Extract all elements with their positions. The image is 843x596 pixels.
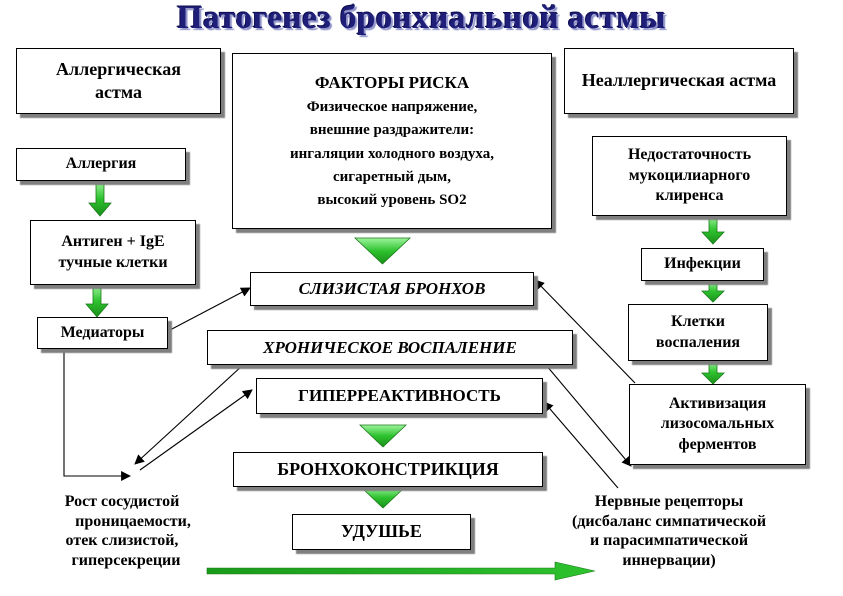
line-inflammation-to-bottomleft: [134, 364, 244, 465]
inflammation-label: ХРОНИЧЕСКОЕ ВОСПАЛЕНИЕ: [263, 337, 517, 357]
cells-line: воспаления: [655, 333, 741, 351]
nonallergic-asthma-box: Неаллергическая астма: [564, 48, 794, 114]
line-bottomright-to-hyper: [543, 401, 619, 489]
bronchial-mucosa-box: СЛИЗИСТАЯ БРОНХОВ: [250, 272, 534, 306]
bottom-left-line: отек слизистой,: [65, 532, 179, 550]
vascular-permeability-label: Рост сосудистой проницаемости, отек слиз…: [22, 492, 222, 570]
line-mediators-to-mucosa: [169, 287, 251, 331]
triangle-hyper-to-broncho: [359, 424, 407, 448]
hyperreactivity-box: ГИПЕРРЕАКТИВНОСТЬ: [256, 378, 543, 414]
nerve-receptors-label: Нервные рецепторы (дисбаланс симпатическ…: [534, 492, 804, 570]
insufficiency-line: клиренса: [655, 187, 724, 205]
arrow-cells-to-activation: [701, 360, 725, 385]
risk-factor-line: высокий уровень SO2: [317, 192, 467, 209]
line-inflammation-to-bottomright: [545, 364, 632, 467]
risk-factor-line: сигаретный дым,: [333, 168, 451, 185]
mediators-box: Медиаторы: [37, 317, 168, 349]
bottom-right-line: и парасимпатической: [589, 532, 749, 550]
hyper-label: ГИПЕРРЕАКТИВНОСТЬ: [298, 386, 501, 406]
line-activation-to-mucosa: [534, 279, 636, 384]
allergic-asthma-label: Аллергическая астма: [56, 58, 181, 102]
risk-factors-box: ФАКТОРЫ РИСКА Физическое напряжение, вне…: [232, 53, 552, 229]
antigen-label-line: тучные клетки: [58, 253, 168, 271]
arrow-allergy-to-antigen: [88, 180, 112, 217]
bottom-right-line: (дисбаланс симпатической: [571, 512, 767, 530]
antigen-label-line: Антиген + IgE: [61, 233, 165, 251]
activation-line: Активизация: [668, 394, 767, 412]
allergy-box: Аллергия: [16, 148, 186, 181]
mediators-label: Медиаторы: [60, 323, 145, 341]
bottom-left-line: проницаемости,: [75, 512, 191, 530]
allergy-label: Аллергия: [65, 155, 137, 173]
risk-factor-line: внешние раздражители:: [309, 122, 475, 139]
allergic-asthma-box: Аллергическая астма: [16, 48, 221, 114]
risk-factors-heading: ФАКТОРЫ РИСКА: [314, 72, 470, 92]
triangle-risk-to-mucosa: [353, 237, 412, 265]
activation-line: ферментов: [678, 435, 757, 453]
activation-line: лизосомальных: [660, 415, 775, 433]
risk-factor-line: Физическое напряжение,: [306, 99, 478, 116]
broncho-label: БРОНХОКОНСТРИКЦИЯ: [277, 458, 499, 479]
infections-box: Инфекции: [641, 248, 764, 281]
mucociliary-insufficiency-box: Недостаточность мукоцилиарного клиренса: [592, 136, 787, 216]
infections-label: Инфекции: [664, 255, 741, 273]
nonallergic-asthma-label: Неаллергическая астма: [581, 70, 777, 91]
chronic-inflammation-box: ХРОНИЧЕСКОЕ ВОСПАЛЕНИЕ: [207, 330, 573, 365]
line-bottomleft-to-hyper: [139, 389, 253, 471]
diagram-title: Патогенез бронхиальной астмы: [177, 0, 666, 36]
arrow-infections-to-cells: [701, 280, 725, 303]
bronchoconstriction-box: БРОНХОКОНСТРИКЦИЯ: [233, 452, 543, 487]
inflammation-cells-box: Клетки воспаления: [628, 304, 768, 361]
antigen-box: Антиген + IgE тучные клетки: [30, 220, 196, 285]
suffocation-label: УДУШЬЕ: [341, 521, 422, 542]
bottom-left-line: гиперсекреции: [71, 551, 181, 569]
suffocation-box: УДУШЬЕ: [292, 514, 471, 550]
arrow-bottom-horizontal: [206, 561, 596, 581]
triangle-broncho-to-suffocation: [360, 486, 406, 509]
insufficiency-line: мукоцилиарного: [628, 166, 751, 184]
risk-factor-line: ингаляции холодного воздуха,: [290, 145, 494, 162]
lysosomal-activation-box: Активизация лизосомальных ферментов: [629, 384, 806, 465]
mucosa-label: СЛИЗИСТАЯ БРОНХОВ: [298, 279, 486, 299]
line-mediators-down-to-bottomleft: [63, 349, 131, 481]
bottom-left-line: Рост сосудистой: [64, 493, 180, 510]
arrow-antigen-to-mediators: [85, 284, 109, 318]
insufficiency-line: Недостаточность: [627, 146, 752, 164]
bottom-right-line: Нервные рецепторы: [594, 493, 744, 510]
arrow-insufficiency-to-infections: [701, 215, 725, 245]
cells-line: Клетки: [671, 313, 725, 331]
bottom-right-line: иннервации): [622, 551, 716, 569]
